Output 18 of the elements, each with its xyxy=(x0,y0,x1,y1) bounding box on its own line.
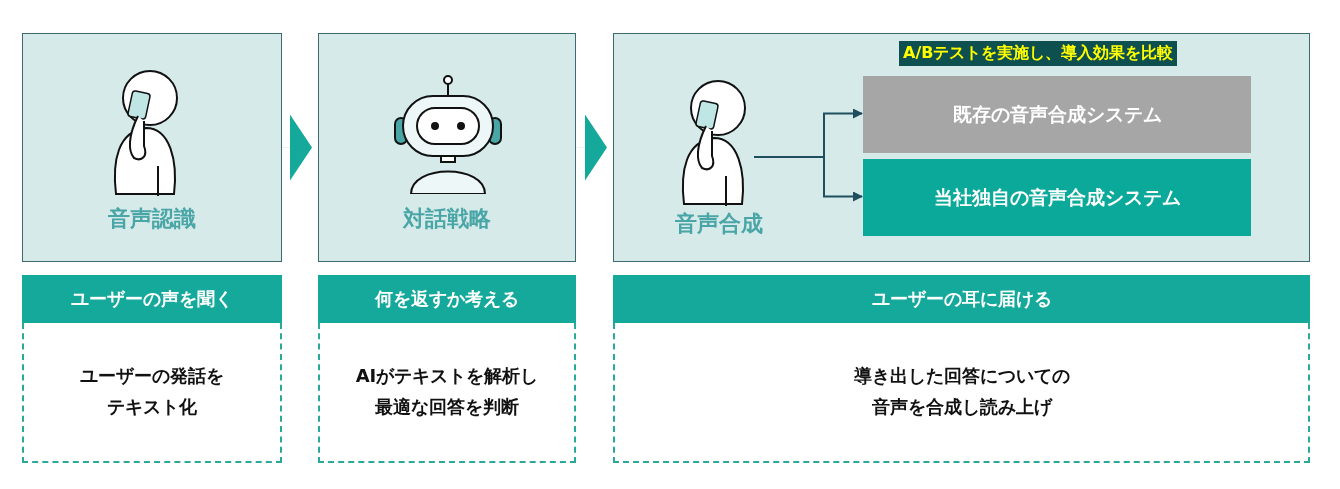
step-panel xyxy=(613,33,1310,262)
system-box: 当社独自の音声合成システム xyxy=(863,159,1251,236)
step-title: 音声合成 xyxy=(674,210,764,238)
system-box: 既存の音声合成システム xyxy=(863,76,1251,153)
stage-header: ユーザーの声を聞く xyxy=(22,275,282,323)
banner-label: A/Bテストを実施し、導入効果を比較 xyxy=(899,41,1178,66)
description-box xyxy=(22,323,282,463)
description-box xyxy=(613,323,1310,463)
step-title: 音声認識 xyxy=(107,205,197,233)
step-title: 対話戦略 xyxy=(401,205,492,233)
stage-header: 何を返すか考える xyxy=(318,275,576,323)
stage-header: ユーザーの耳に届ける xyxy=(613,275,1310,323)
description-text: AIがテキストを解析し最適な回答を判断 xyxy=(354,364,540,419)
description-box xyxy=(318,323,576,463)
description-text: ユーザーの発話をテキスト化 xyxy=(79,364,225,419)
step-panel xyxy=(318,33,576,262)
step-panel xyxy=(22,33,282,262)
description-text: 導き出した回答についての音声を合成し読み上げ xyxy=(852,364,1071,419)
